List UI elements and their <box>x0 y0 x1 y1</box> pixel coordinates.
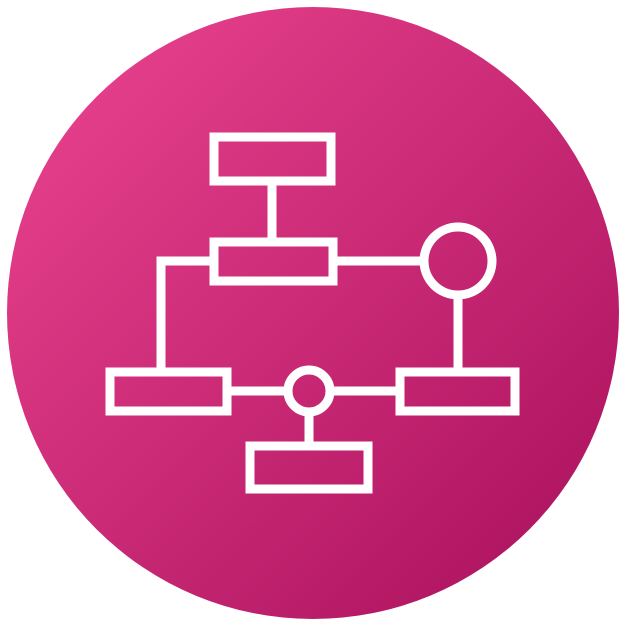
process-box-bottom <box>245 441 373 494</box>
flowchart-diagram <box>105 132 520 494</box>
junction-node <box>283 365 335 417</box>
process-box-top <box>209 132 336 186</box>
connector-middle-to-left <box>156 256 214 372</box>
decision-node-large <box>419 222 497 300</box>
process-box-middle <box>209 237 338 286</box>
background-circle <box>7 7 619 619</box>
process-box-left <box>105 367 232 416</box>
process-box-right <box>395 367 520 416</box>
